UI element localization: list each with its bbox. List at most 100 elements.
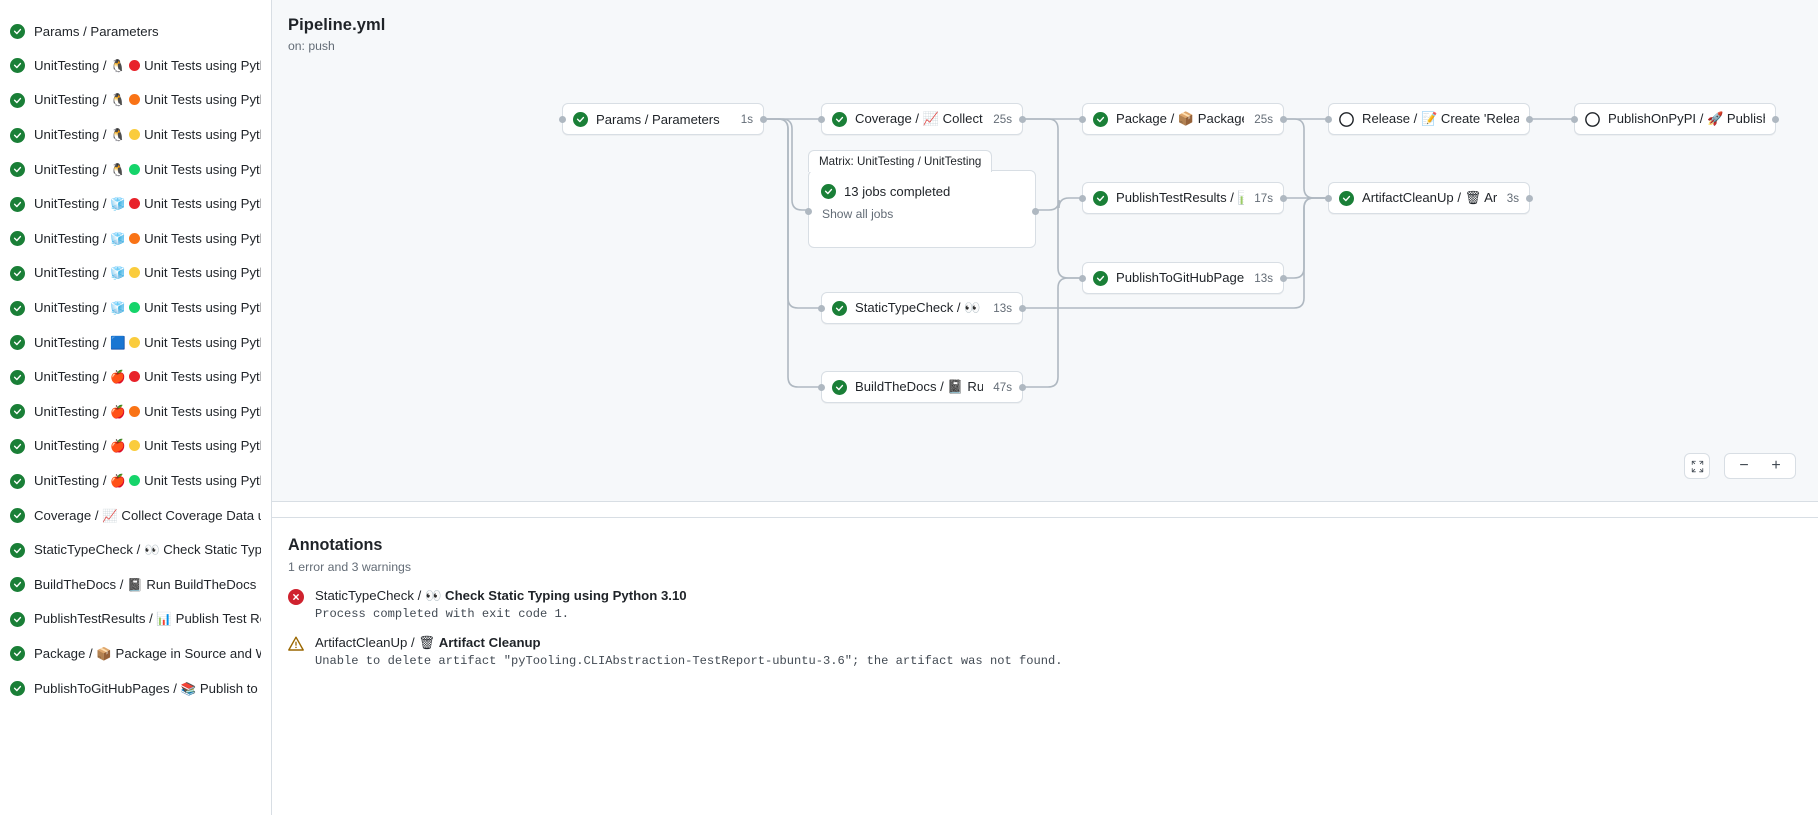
job-status-icon: [10, 196, 25, 212]
graph-node[interactable]: ArtifactCleanUp / 🗑 Artifac...3s: [1325, 182, 1533, 214]
success-check-icon: [10, 577, 25, 593]
sidebar-job-item[interactable]: UnitTesting / 🍎 Unit Tests using Pyth...: [2, 395, 269, 430]
sidebar-job-label: UnitTesting / 🧊 Unit Tests using Pyth...: [34, 196, 261, 212]
success-check-icon: [821, 184, 836, 199]
node-input-port: [1079, 274, 1086, 282]
sidebar-job-item[interactable]: Package / 📦 Package in Source and Wh...: [2, 637, 269, 672]
sidebar-job-item[interactable]: UnitTesting / 🟦 Unit Tests using Pyth...: [2, 325, 269, 360]
job-os-emoji: 📦: [96, 646, 112, 661]
graph-edge: [1284, 197, 1328, 279]
graph-node[interactable]: BuildTheDocs / 📓 Run Buil...47s: [818, 371, 1026, 403]
sidebar-job-item[interactable]: UnitTesting / 🧊 Unit Tests using Pyth...: [2, 291, 269, 326]
job-status-icon: [10, 335, 25, 351]
node-input-port: [1571, 115, 1578, 123]
node-status-icon: [1093, 190, 1108, 206]
success-check-icon: [1093, 190, 1108, 206]
success-check-icon: [832, 111, 847, 127]
graph-node[interactable]: Coverage / 📈 Collect Cove... 25s: [818, 103, 1026, 135]
job-os-emoji: 🐧: [110, 58, 126, 73]
sidebar-job-item[interactable]: UnitTesting / 🐧 Unit Tests using Pyth...: [2, 83, 269, 118]
success-check-icon: [10, 438, 25, 454]
sidebar-job-label: PublishTestResults / 📊 Publish Test Resu…: [34, 611, 261, 627]
annotations-panel: Annotations 1 error and 3 warnings Stati…: [272, 517, 1818, 815]
node-label: Params / Parameters: [596, 111, 720, 127]
sidebar-job-label: BuildTheDocs / 📓 Run BuildTheDocs: [34, 576, 257, 592]
sidebar-job-item[interactable]: UnitTesting / 🐧 Unit Tests using Pyth...: [2, 118, 269, 153]
sidebar-job-item[interactable]: UnitTesting / 🧊 Unit Tests using Pyth...: [2, 187, 269, 222]
node-label: PublishTestResults / 📊 Pu...: [1116, 190, 1244, 205]
job-status-icon: [10, 473, 25, 489]
sidebar-job-item[interactable]: UnitTesting / 🍎 Unit Tests using Pyth...: [2, 429, 269, 464]
matrix-output-port: [1032, 207, 1039, 215]
graph-node[interactable]: Release / 📝 Create 'Release P...: [1325, 103, 1533, 135]
sidebar-job-item[interactable]: Params / Parameters: [2, 14, 269, 49]
graph-node[interactable]: PublishOnPyPI / 🚀 Publish to ...: [1571, 103, 1779, 135]
node-label: Coverage / 📈 Collect Cove...: [855, 111, 983, 126]
python-version-dot: [129, 302, 141, 314]
success-check-icon: [10, 646, 25, 662]
node-duration: 47s: [993, 380, 1012, 394]
annotations-summary: 1 error and 3 warnings: [288, 560, 412, 574]
page-title: Pipeline.yml: [288, 16, 386, 34]
zoom-out-button[interactable]: −: [1739, 457, 1749, 474]
success-check-icon: [1093, 270, 1108, 286]
matrix-summary-label: 13 jobs completed: [844, 184, 951, 199]
node-duration: 13s: [993, 301, 1012, 315]
node-status-icon: [1339, 190, 1354, 206]
job-os-emoji: 🍎: [110, 370, 126, 385]
matrix-status-icon: [821, 184, 836, 199]
sidebar-job-item[interactable]: BuildTheDocs / 📓 Run BuildTheDocs: [2, 568, 269, 603]
job-status-icon: [10, 265, 25, 281]
python-version-dot: [129, 94, 141, 106]
fit-to-screen-button[interactable]: [1684, 453, 1710, 479]
sidebar-job-item[interactable]: UnitTesting / 🍎 Unit Tests using Pyth...: [2, 360, 269, 395]
node-status-icon: [832, 111, 847, 127]
annotations-list: StaticTypeCheck / 👀 Check Static Typing …: [272, 574, 1818, 668]
node-output-port: [1526, 194, 1533, 202]
graph-node[interactable]: PublishTestResults / 📊 Pu...17s: [1079, 182, 1287, 214]
annotation-text: StaticTypeCheck / 👀 Check Static Typing …: [315, 588, 687, 621]
success-check-icon: [573, 111, 588, 127]
sidebar-job-item[interactable]: UnitTesting / 🧊 Unit Tests using Pyth...: [2, 256, 269, 291]
graph-node[interactable]: StaticTypeCheck / 👀 Chec...13s: [818, 292, 1026, 324]
sidebar-job-item[interactable]: StaticTypeCheck / 👀 Check Static Typing.…: [2, 533, 269, 568]
graph-node[interactable]: PublishToGitHubPages / 📚 ...13s: [1079, 262, 1287, 294]
sidebar-job-item[interactable]: UnitTesting / 🍎 Unit Tests using Pyth...: [2, 464, 269, 499]
show-all-jobs-link[interactable]: Show all jobs: [822, 207, 894, 221]
graph-edge: [764, 118, 821, 388]
python-version-dot: [129, 475, 141, 487]
matrix-input-port: [805, 207, 812, 215]
annotation-item[interactable]: StaticTypeCheck / 👀 Check Static Typing …: [272, 574, 1818, 621]
sidebar-job-item[interactable]: UnitTesting / 🐧 Unit Tests using Pyth...: [2, 152, 269, 187]
node-output-port: [1772, 115, 1779, 123]
job-os-emoji: 🐧: [110, 128, 126, 143]
job-os-emoji: 👀: [143, 543, 160, 558]
sidebar-job-item[interactable]: UnitTesting / 🧊 Unit Tests using Pyth...: [2, 222, 269, 257]
sidebar-job-label: Params / Parameters: [34, 23, 159, 39]
sidebar-job-item[interactable]: PublishTestResults / 📊 Publish Test Resu…: [2, 602, 269, 637]
success-check-icon: [10, 300, 25, 316]
node-status-icon: [1585, 111, 1600, 127]
sidebar-job-item[interactable]: UnitTesting / 🐧 Unit Tests using Pyth...: [2, 49, 269, 84]
node-label: Release / 📝 Create 'Release P...: [1362, 111, 1519, 126]
pending-circle-icon: [1585, 111, 1600, 127]
python-version-dot: [129, 232, 141, 244]
graph-node[interactable]: Package / 📦 Package in So...25s: [1079, 103, 1287, 135]
job-status-icon: [10, 58, 25, 74]
sidebar-job-item[interactable]: PublishToGitHubPages / 📚 Publish to G...: [2, 671, 269, 706]
success-check-icon: [10, 611, 25, 627]
success-check-icon: [10, 265, 25, 281]
job-os-emoji: 🧊: [110, 197, 126, 212]
sidebar-job-label: PublishToGitHubPages / 📚 Publish to G...: [34, 680, 261, 696]
node-duration: 25s: [993, 112, 1012, 126]
graph-header: Pipeline.yml on: push: [272, 0, 1818, 53]
sidebar-job-item[interactable]: Coverage / 📈 Collect Coverage Data usi..…: [2, 498, 269, 533]
zoom-in-button[interactable]: +: [1771, 457, 1781, 474]
job-status-icon: [10, 611, 25, 627]
sidebar-job-label: UnitTesting / 🧊 Unit Tests using Pyth...: [34, 300, 261, 316]
